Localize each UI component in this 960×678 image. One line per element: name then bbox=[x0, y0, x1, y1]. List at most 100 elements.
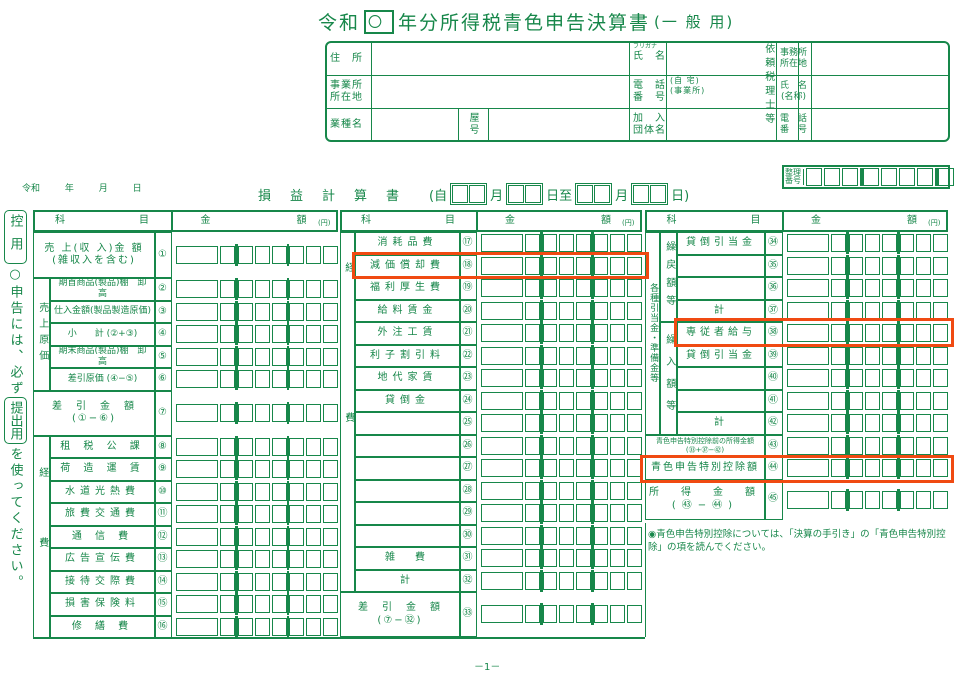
digit-box bbox=[525, 185, 542, 203]
amount-input[interactable] bbox=[478, 232, 642, 254]
amount-sales[interactable] bbox=[173, 244, 338, 266]
amount-input[interactable] bbox=[784, 344, 948, 367]
digit-box bbox=[525, 391, 540, 410]
digit-box bbox=[176, 280, 219, 298]
amount-input[interactable] bbox=[173, 458, 338, 480]
digit-box bbox=[576, 605, 591, 623]
row-number: ㉝ bbox=[460, 592, 477, 637]
digit-box bbox=[525, 414, 540, 432]
from-month-input[interactable] bbox=[450, 183, 488, 205]
digit-box bbox=[220, 550, 236, 568]
amount-input[interactable] bbox=[784, 322, 948, 344]
label-reserve-item bbox=[677, 367, 765, 390]
digit-box bbox=[323, 302, 338, 321]
digit-box bbox=[271, 550, 287, 568]
title-era: 令和 bbox=[318, 12, 361, 34]
amount-input[interactable] bbox=[478, 547, 642, 569]
digit-box bbox=[559, 414, 575, 432]
row-number: ㊶ bbox=[765, 389, 783, 412]
amount-input[interactable] bbox=[784, 434, 948, 457]
copy-label: 控用 bbox=[3, 210, 27, 264]
amount-input[interactable] bbox=[173, 593, 338, 615]
amount-input[interactable] bbox=[173, 345, 338, 368]
amount-input[interactable] bbox=[784, 277, 948, 299]
digit-box bbox=[899, 168, 915, 186]
amount-input[interactable] bbox=[173, 503, 338, 525]
row-number: ⑭ bbox=[155, 570, 172, 593]
amount-input[interactable] bbox=[478, 524, 642, 547]
digit-box bbox=[289, 550, 305, 568]
digit-box bbox=[271, 505, 287, 523]
reference-number-input[interactable] bbox=[806, 168, 954, 186]
amount-input[interactable] bbox=[784, 232, 948, 254]
digit-box bbox=[271, 527, 287, 546]
ta-office-field bbox=[812, 43, 950, 76]
digit-box bbox=[848, 490, 864, 509]
amount-input[interactable] bbox=[784, 367, 948, 389]
year-input[interactable]: 〇 bbox=[364, 9, 395, 34]
label-cogs-item: 差引原価 (④−⑤) bbox=[50, 368, 155, 391]
digit-box bbox=[882, 301, 897, 320]
amount-input[interactable] bbox=[478, 434, 642, 457]
row-number: ㉜ bbox=[460, 569, 477, 592]
digit-box bbox=[882, 279, 897, 297]
digit-box bbox=[933, 369, 948, 387]
thousands-separator bbox=[590, 603, 594, 625]
amount-input[interactable] bbox=[478, 457, 642, 479]
amount-input[interactable] bbox=[173, 300, 338, 323]
to-month-input[interactable] bbox=[575, 183, 613, 205]
amount-input[interactable] bbox=[173, 480, 338, 503]
amount-income[interactable] bbox=[784, 488, 948, 511]
label-expense-item: 修 繕 費 bbox=[50, 615, 155, 638]
amount-input[interactable] bbox=[478, 367, 642, 389]
digit-box bbox=[323, 482, 338, 501]
table-bottom-border bbox=[33, 637, 645, 639]
amount-input[interactable] bbox=[478, 569, 642, 592]
amount-input[interactable] bbox=[173, 525, 338, 548]
label-cogs-item: 期末商品(製品)棚 卸 高 bbox=[50, 345, 155, 368]
amount-input[interactable] bbox=[173, 323, 338, 345]
digit-box bbox=[220, 246, 236, 264]
amount-input[interactable] bbox=[478, 502, 642, 524]
amount-input[interactable] bbox=[478, 299, 642, 322]
amount-input[interactable] bbox=[173, 548, 338, 570]
amount-blue-deduction[interactable] bbox=[784, 457, 948, 479]
digit-box bbox=[271, 347, 287, 366]
digit-box bbox=[899, 490, 915, 509]
statement-heading: 損 益 計 算 書 (自 月 日至 月 日) bbox=[258, 183, 689, 205]
thousands-separator bbox=[590, 479, 594, 502]
digit-box bbox=[916, 391, 932, 410]
label-reserve-item: 計 bbox=[677, 299, 765, 322]
amount-net-difference[interactable] bbox=[478, 603, 642, 625]
digit-box bbox=[542, 504, 558, 522]
amount-input[interactable] bbox=[784, 254, 948, 277]
amount-input[interactable] bbox=[478, 344, 642, 367]
amount-input[interactable] bbox=[784, 412, 948, 434]
row-number: ㊱ bbox=[765, 277, 783, 300]
amount-input[interactable] bbox=[478, 389, 642, 412]
thousands-separator bbox=[845, 322, 849, 344]
amount-difference[interactable] bbox=[173, 401, 338, 424]
amount-input[interactable] bbox=[478, 412, 642, 434]
digit-box bbox=[238, 617, 253, 636]
thousands-separator bbox=[539, 434, 543, 457]
amount-input[interactable] bbox=[478, 479, 642, 502]
amount-input[interactable] bbox=[173, 368, 338, 390]
row-number: ㉑ bbox=[460, 322, 477, 345]
amount-input[interactable] bbox=[173, 615, 338, 638]
from-day-input[interactable] bbox=[506, 183, 544, 205]
amount-input[interactable] bbox=[173, 435, 338, 458]
amount-input[interactable] bbox=[784, 389, 948, 412]
to-day-input[interactable] bbox=[631, 183, 669, 205]
amount-input[interactable] bbox=[173, 570, 338, 593]
amount-input[interactable] bbox=[478, 322, 642, 344]
amount-input[interactable] bbox=[478, 277, 642, 299]
digit-box bbox=[593, 369, 609, 387]
digit-box bbox=[916, 414, 932, 432]
amount-input[interactable] bbox=[173, 278, 338, 300]
digit-box bbox=[306, 550, 322, 568]
amount-input[interactable] bbox=[478, 254, 642, 277]
digit-box bbox=[787, 391, 830, 410]
label-reserve-item bbox=[677, 254, 765, 277]
row-number: ⑲ bbox=[460, 277, 477, 300]
